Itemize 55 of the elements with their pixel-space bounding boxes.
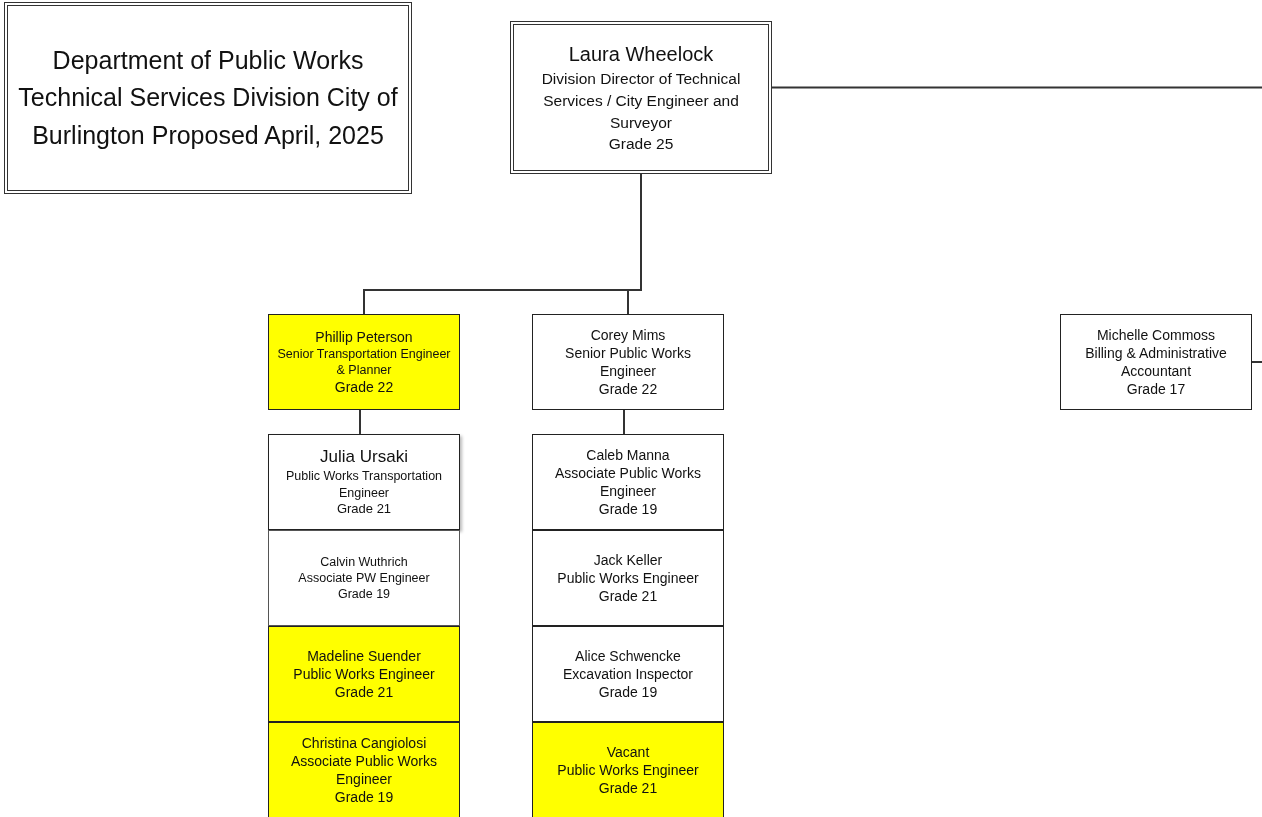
connector-line — [623, 409, 625, 435]
position-box — [268, 722, 460, 817]
position-box — [510, 21, 772, 174]
person-name: Alice Schwencke — [575, 646, 681, 665]
job-title: Public Works Engineer — [557, 760, 699, 780]
position-box — [532, 434, 724, 530]
person-name: Madeline Suender — [307, 646, 421, 665]
grade: Grade 22 — [334, 378, 394, 397]
connector-line — [771, 86, 1262, 89]
job-title: Associate Public Works Engineer — [554, 463, 702, 501]
position-box — [532, 530, 724, 626]
job-title: Division Director of Technical Services / City Engineer and Surveyor — [540, 69, 742, 133]
person-name: Corey Mims — [590, 325, 666, 344]
position-box — [268, 626, 460, 722]
grade: Grade 21 — [334, 683, 394, 702]
position-box — [268, 434, 460, 530]
job-title: Public Works Engineer — [293, 664, 435, 684]
job-title: Public Works Transportation Engineer — [284, 468, 444, 501]
grade: Grade 17 — [1126, 380, 1186, 399]
grade: Grade 19 — [337, 586, 391, 603]
title-text: Department of Public Works Technical Services Division City of Burlington Proposed April, 2025 — [17, 44, 399, 151]
grade: Grade 19 — [598, 500, 658, 519]
grade: Grade 19 — [334, 788, 394, 807]
grade: Grade 22 — [598, 380, 658, 399]
job-title: Senior Transportation Engineer & Planner — [276, 345, 452, 379]
person-name: Vacant — [606, 742, 650, 761]
grade: Grade 25 — [608, 134, 674, 155]
title-box — [4, 2, 412, 194]
job-title: Associate Public Works Engineer — [290, 751, 438, 789]
grade: Grade 19 — [598, 683, 658, 702]
position-box — [1060, 314, 1252, 410]
job-title: Senior Public Works Engineer — [564, 343, 692, 381]
grade: Grade 21 — [336, 500, 392, 518]
person-name: Laura Wheelock — [568, 42, 714, 68]
position-box — [268, 530, 460, 626]
connector-line — [359, 409, 361, 435]
person-name: Caleb Manna — [586, 445, 670, 464]
job-title: Public Works Engineer — [557, 568, 699, 588]
person-name: Michelle Commoss — [1096, 325, 1216, 344]
person-name: Phillip Peterson — [315, 327, 413, 346]
grade: Grade 21 — [598, 779, 658, 798]
job-title: Billing & Administrative Accountant — [1084, 343, 1228, 381]
position-box — [532, 626, 724, 722]
person-name: Calvin Wuthrich — [320, 553, 408, 570]
connector-line — [1251, 361, 1262, 363]
job-title: Associate PW Engineer — [298, 569, 430, 587]
position-box — [532, 722, 724, 817]
person-name: Christina Cangiolosi — [301, 733, 427, 752]
grade: Grade 21 — [598, 587, 658, 606]
job-title: Excavation Inspector — [563, 664, 693, 684]
position-box — [268, 314, 460, 410]
person-name: Jack Keller — [593, 550, 663, 569]
person-name: Julia Ursaki — [320, 446, 408, 469]
position-box — [532, 314, 724, 410]
connector-line — [627, 173, 642, 315]
